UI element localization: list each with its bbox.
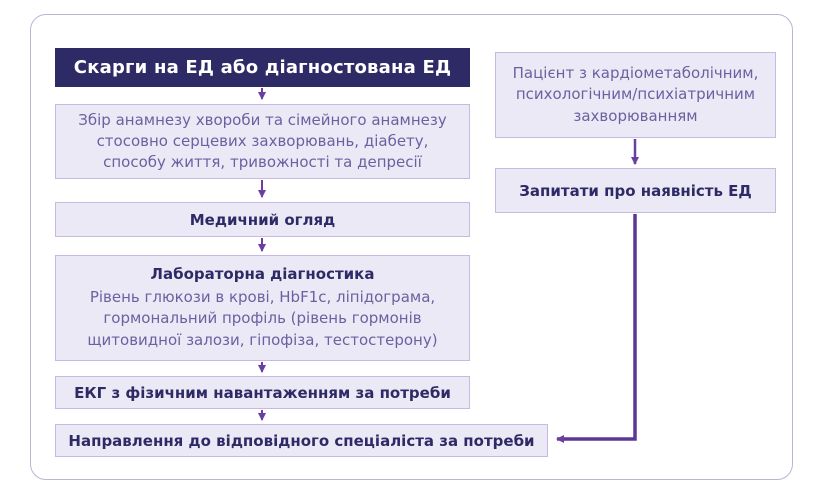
lab-diagnostics-box: Лабораторна діагностика Рівень глюкози в… <box>55 255 470 361</box>
lab-diagnostics-details: Рівень глюкози в крові, HbF1c, ліпідогра… <box>87 288 438 349</box>
patient-comorbidity-box: Пацієнт з кардіометаболічним, психологіч… <box>495 52 776 138</box>
lab-diagnostics-title: Лабораторна діагностика <box>150 265 375 284</box>
medical-exam-box: Медичний огляд <box>55 202 470 237</box>
ecg-box: ЕКГ з фізичним навантаженням за потреби <box>55 376 470 409</box>
ask-about-ed-box: Запитати про наявність ЕД <box>495 168 776 213</box>
complaints-box: Скарги на ЕД або діагностована ЕД <box>55 48 470 87</box>
referral-box: Направлення до відповідного спеціаліста … <box>55 424 548 457</box>
anamnesis-box: Збір анамнезу хвороби та сімейного анамн… <box>55 104 470 179</box>
